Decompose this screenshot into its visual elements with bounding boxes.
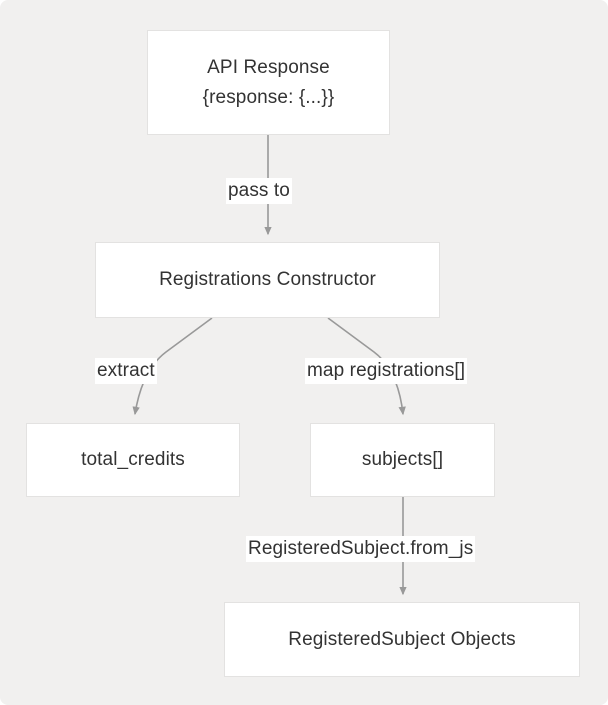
- node-registrations-constructor[interactable]: Registrations Constructor: [95, 242, 440, 318]
- node-api-response-line-2: {response: {...}}: [202, 86, 335, 108]
- node-total-credits-label: total_credits: [81, 449, 185, 470]
- node-api-response-line-1: API Response: [207, 56, 330, 78]
- node-registrations-constructor-label: Registrations Constructor: [159, 269, 376, 290]
- edge-label-map-registrations: map registrations[]: [305, 358, 468, 384]
- node-subjects-array-label: subjects[]: [361, 449, 444, 470]
- edge-label-extract: extract: [95, 358, 157, 384]
- edge-label-pass-to: pass to: [226, 178, 292, 204]
- node-total-credits[interactable]: total_credits: [26, 423, 240, 497]
- edge-label-registered-subject-from-js: RegisteredSubject.from_js: [246, 536, 476, 562]
- node-registered-subject-objects[interactable]: RegisteredSubject Objects: [224, 602, 580, 677]
- node-subjects-array[interactable]: subjects[]: [310, 423, 495, 497]
- node-api-response[interactable]: API Response {response: {...}}: [147, 30, 390, 135]
- node-registered-subject-objects-label: RegisteredSubject Objects: [288, 628, 516, 650]
